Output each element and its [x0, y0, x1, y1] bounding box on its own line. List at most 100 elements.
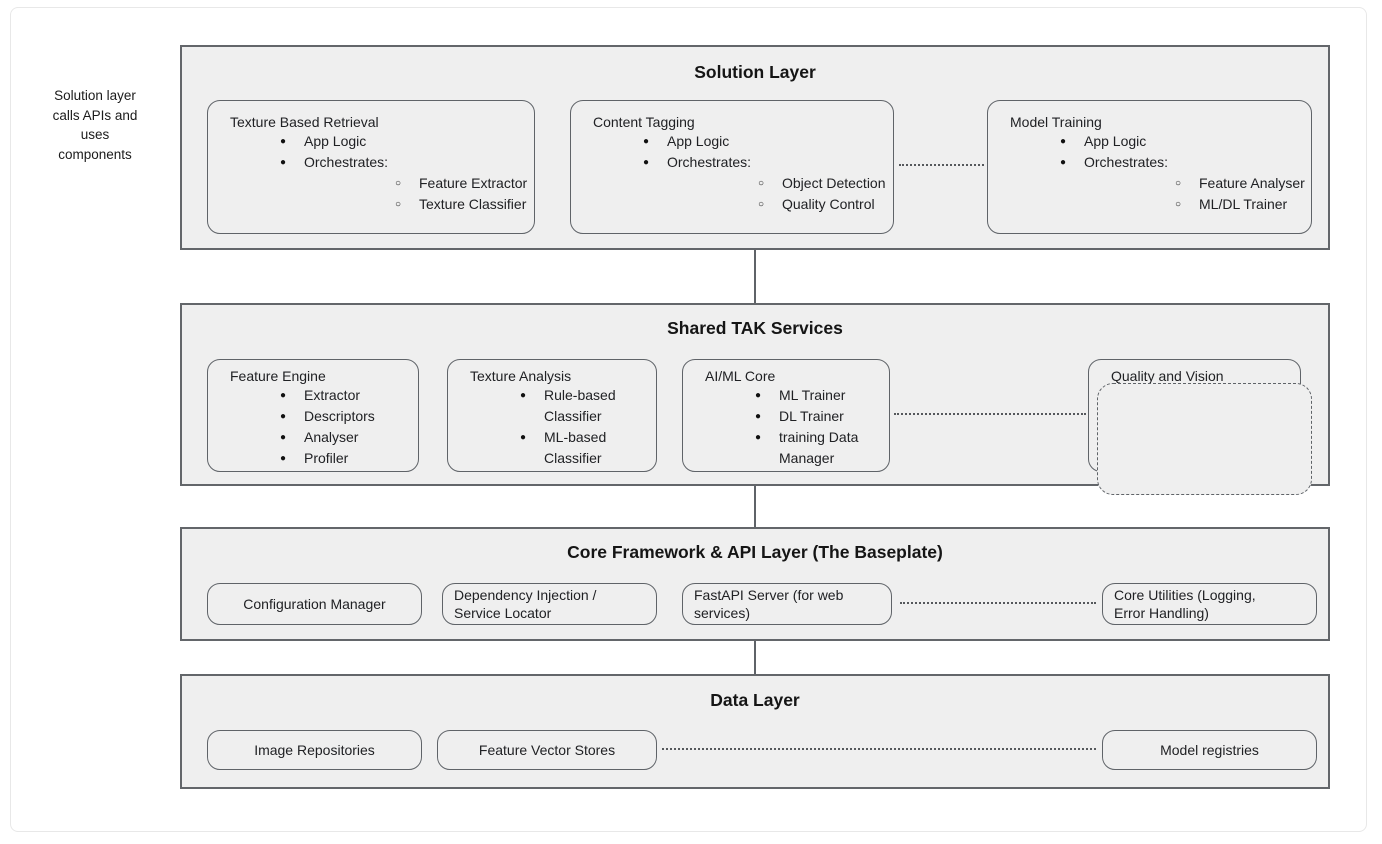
node-content-tagging: Content Tagging ● App Logic ● Orchestrates…: [570, 100, 894, 234]
disc-bullet-icon: ●: [643, 136, 650, 147]
list-item-label: Descriptors: [304, 408, 375, 424]
circle-bullet-icon: ○: [758, 178, 765, 189]
list-item-label: Extractor: [304, 387, 361, 403]
list-item: ● Rule-based Classifier: [496, 385, 656, 427]
layer-core-framework: Core Framework & API Layer (The Baseplat…: [180, 527, 1330, 641]
node-title: AI/ML Core: [705, 368, 776, 384]
list-item: ● Orchestrates:: [256, 152, 534, 173]
list-item-label: ML/DL Trainer: [1199, 196, 1288, 212]
disc-bullet-icon: ●: [1060, 136, 1067, 147]
list-item-label: App Logic: [1084, 133, 1147, 149]
list-item-label: ML-based Classifier: [544, 429, 607, 466]
node-title: Texture Based Retrieval: [230, 114, 379, 130]
list-item-label: Rule-based Classifier: [544, 387, 616, 424]
node-model-registries: Model registries: [1102, 730, 1317, 770]
list-item: ○ML/DL Trainer: [1151, 194, 1311, 215]
list-item-label: Texture Classifier: [419, 196, 527, 212]
list-item: ● Orchestrates:: [1036, 152, 1311, 173]
list-item: ● training Data Manager: [731, 427, 889, 469]
list-item: ● DL Trainer: [731, 406, 889, 427]
disc-bullet-icon: ●: [280, 157, 287, 168]
node-label: Core Utilities (Logging, Error Handling): [1114, 586, 1256, 622]
connector-solution-to-shared: [754, 250, 756, 303]
layer-data-title: Data Layer: [710, 690, 800, 710]
layer-shared-tak-services: Shared TAK Services Feature Engine ● Extr…: [180, 303, 1330, 486]
list-item: ○ Quality Control: [734, 194, 893, 215]
layer-solution: Solution Layer Texture Based Retrieval ●…: [180, 45, 1330, 250]
layer-shared-tak-title: Shared TAK Services: [667, 318, 843, 338]
node-title: Feature Engine: [230, 368, 326, 384]
connector-core-to-data: [754, 641, 756, 674]
list-item: ● App Logic: [1036, 131, 1311, 152]
list-item: ○ Texture Classifier: [371, 194, 534, 215]
list-item-label: DL Trainer: [779, 408, 844, 424]
disc-bullet-icon: ●: [755, 411, 762, 422]
layer-data: Data Layer Image Repositories Feature Ve…: [180, 674, 1330, 789]
node-label: FastAPI Server (for web services): [694, 586, 844, 622]
list-item-label: training Data Manager: [779, 429, 859, 466]
node-label: Image Repositories: [254, 742, 375, 758]
disc-bullet-icon: ●: [1060, 157, 1067, 168]
list-item: ● Descriptors: [256, 406, 418, 427]
node-feature-engine: Feature Engine ● Extractor ● Descriptors ●…: [207, 359, 419, 472]
list-item: ● Profiler: [256, 448, 418, 469]
side-note: Solution layer calls APIs and uses compo…: [52, 88, 138, 162]
list-item-label: Object Detection: [782, 175, 886, 191]
list-item-label: Orchestrates:: [1084, 154, 1169, 170]
dotted-connector: [900, 602, 1096, 604]
list-item-label: Orchestrates:: [667, 154, 752, 170]
node-label: Dependency Injection / Service Locator: [454, 586, 597, 622]
list-item-label: Feature Extractor: [419, 175, 528, 191]
node-label: Model registries: [1160, 742, 1259, 758]
list-item: ○ Object Detection: [734, 173, 893, 194]
list-item-label: App Logic: [304, 133, 367, 149]
list-item: ● Extractor: [256, 385, 418, 406]
dotted-connector: [899, 164, 984, 166]
disc-bullet-icon: ●: [280, 432, 287, 443]
node-ai-ml-core: AI/ML Core ● ML Trainer ● DL Trainer ● trai…: [682, 359, 890, 472]
list-item: ○ Feature Extractor: [371, 173, 534, 194]
node-label: Feature Vector Stores: [478, 742, 616, 758]
list-item-label: Orchestrates:: [304, 154, 389, 170]
list-item: ● ML Trainer: [731, 385, 889, 406]
circle-bullet-icon: ○: [1175, 178, 1182, 189]
circle-bullet-icon: ○: [395, 199, 402, 210]
list-item-label: ML Trainer: [779, 387, 846, 403]
node-title: Content Tagging: [593, 114, 695, 130]
list-item: ●ML-based Classifier: [496, 427, 656, 469]
node-configuration-manager: Configuration Manager: [207, 583, 422, 625]
node-dependency-injection: Dependency Injection / Service Locator: [442, 583, 657, 625]
disc-bullet-icon: ●: [755, 432, 762, 443]
list-item-label: Profiler: [304, 450, 349, 466]
node-texture-analysis: Texture Analysis ●Rule-based Classifier …: [447, 359, 657, 472]
connector-shared-to-core: [754, 486, 756, 527]
node-core-utilities: Core Utilities (Logging, Error Handling): [1102, 583, 1317, 625]
node-title: Quality and Vision: [1111, 368, 1224, 384]
circle-bullet-icon: ○: [758, 199, 765, 210]
layer-core-framework-title: Core Framework & API Layer (The Baseplat…: [567, 542, 943, 562]
disc-bullet-icon: ●: [280, 390, 287, 401]
disc-bullet-icon: ●: [280, 453, 287, 464]
disc-bullet-icon: ●: [280, 411, 287, 422]
node-title: Model Training: [1010, 114, 1102, 130]
list-item-label: Quality Control: [782, 196, 875, 212]
dotted-connector: [662, 748, 1096, 750]
node-label: Configuration Manager: [243, 596, 386, 612]
node-image-repositories: Image Repositories: [207, 730, 422, 770]
list-item: ● App Logic: [619, 131, 893, 152]
disc-bullet-icon: ●: [643, 157, 650, 168]
node-model-training: Model Training ● App Logic ● Orchestrates:…: [987, 100, 1312, 234]
node-quality-and-vision-dashed: [1097, 383, 1312, 495]
list-item-label: App Logic: [667, 133, 730, 149]
circle-bullet-icon: ○: [395, 178, 402, 189]
list-item-label: Analyser: [304, 429, 359, 445]
list-item: ○ Feature Analyser: [1151, 173, 1311, 194]
node-title: Texture Analysis: [470, 368, 572, 384]
node-fastapi-server: FastAPI Server (for web services): [682, 583, 892, 625]
disc-bullet-icon: ●: [520, 390, 527, 401]
layer-solution-title: Solution Layer: [694, 62, 816, 82]
list-item: ● Orchestrates:: [619, 152, 893, 173]
list-item-label: Feature Analyser: [1199, 175, 1305, 191]
disc-bullet-icon: ●: [755, 390, 762, 401]
